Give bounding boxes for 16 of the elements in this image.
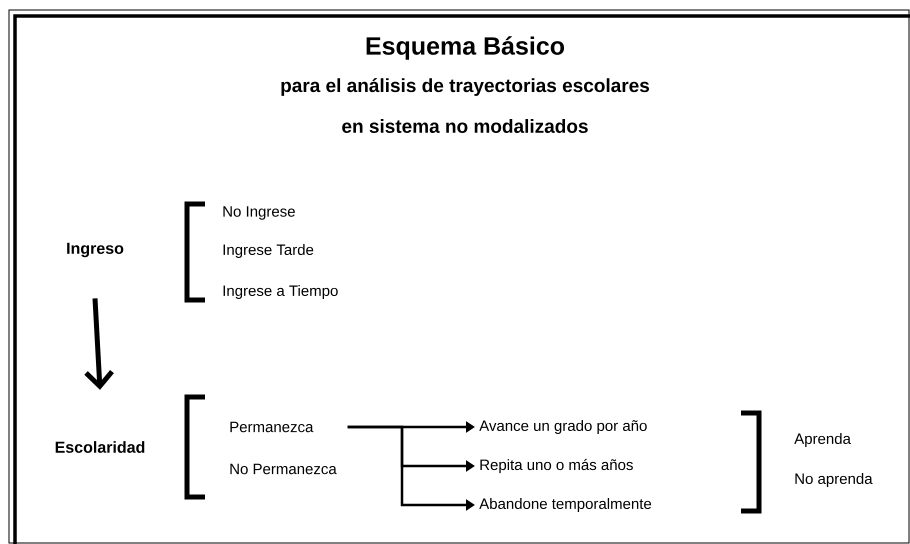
option-text: Ingrese a Tiempo [224, 285, 338, 299]
stage-label: Escolaridad [56, 441, 144, 453]
title: Esquema Básico [366, 36, 564, 60]
subtitle: para el análisis de trayectorias escolares [281, 78, 650, 96]
option-text: No Permanezca [230, 464, 337, 474]
path-text: Abandone temporalmente [479, 498, 652, 512]
path-text: Repita uno o más años [480, 458, 633, 474]
option-text: No Ingrese [223, 206, 295, 220]
stage-label: Ingreso [67, 242, 124, 258]
outcome-text: No aprenda [795, 473, 873, 487]
subtitle: en sistema no modalizados [342, 119, 588, 133]
outcome-text: Aprenda [794, 433, 851, 447]
option-text: Permanezca [230, 422, 314, 432]
arrow [84, 298, 114, 390]
option-text: Ingrese Tarde [224, 244, 314, 258]
path-text: Avance un grado por año [479, 420, 647, 434]
